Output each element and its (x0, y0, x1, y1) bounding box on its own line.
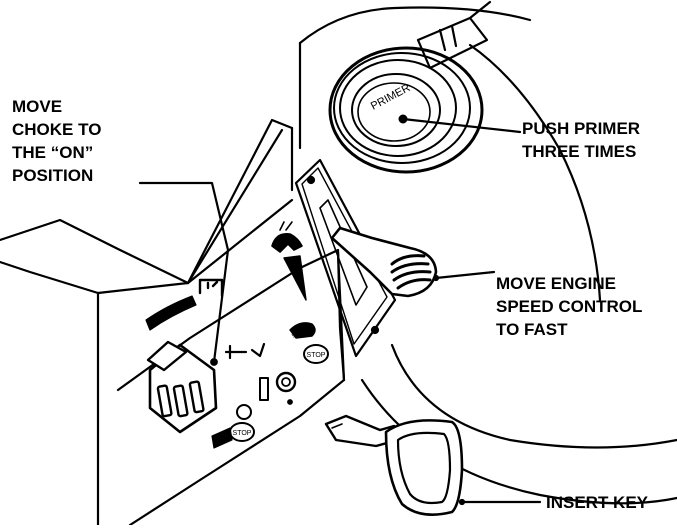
primer-callout: PUSH PRIMER THREE TIMES (522, 117, 640, 163)
stop-badge-2 (303, 344, 329, 364)
ignition-slot (259, 377, 269, 401)
primer-bracket (416, 0, 492, 70)
stop-label-2: STOP (307, 352, 326, 359)
choke-callout-line: POSITION (12, 166, 94, 185)
key-callout-line: INSERT KEY (546, 493, 649, 512)
primer-callout-line: THREE TIMES (522, 142, 637, 161)
choke-knob[interactable] (146, 340, 218, 434)
rabbit-icon (271, 221, 303, 253)
start-arrow-icon (211, 427, 233, 449)
primer-leader (401, 117, 522, 134)
choke-icon (198, 278, 224, 298)
indicator-dot (287, 399, 293, 405)
choke-callout-line: THE “ON” (12, 143, 94, 162)
speed-callout-line: SPEED CONTROL (496, 297, 643, 316)
stop-label-1: STOP (233, 430, 252, 437)
key-icon[interactable] (324, 414, 464, 516)
primer-button[interactable] (328, 46, 484, 174)
fuel-pump-icon (224, 342, 266, 360)
speed-callout-line: MOVE ENGINE (496, 274, 616, 293)
stop-badge-1 (229, 422, 255, 442)
key-leader-dot (458, 498, 466, 506)
choke-callout-line: CHOKE TO (12, 120, 102, 139)
panel-screw (236, 404, 252, 420)
speed-callout: MOVE ENGINE SPEED CONTROL TO FAST (496, 272, 642, 341)
speed-leader-dot (432, 274, 440, 282)
speed-leader (434, 270, 496, 280)
choke-callout: MOVE CHOKE TO THE “ON” POSITION (12, 95, 101, 187)
turtle-icon (289, 322, 316, 339)
leader-lines (138, 117, 542, 504)
speed-callout-line: TO FAST (496, 320, 568, 339)
speed-triangle-icon (283, 255, 307, 301)
speed-control-lever[interactable] (330, 226, 438, 298)
ignition-switch-ring (281, 377, 291, 387)
choke-callout-line: MOVE (12, 97, 63, 116)
choke-arc (145, 295, 197, 331)
choke-leader (138, 181, 230, 364)
ignition-switch[interactable] (275, 371, 297, 393)
key-callout: INSERT KEY (546, 491, 648, 514)
primer-callout-line: PUSH PRIMER (522, 119, 641, 138)
throttle-plate (294, 158, 397, 358)
